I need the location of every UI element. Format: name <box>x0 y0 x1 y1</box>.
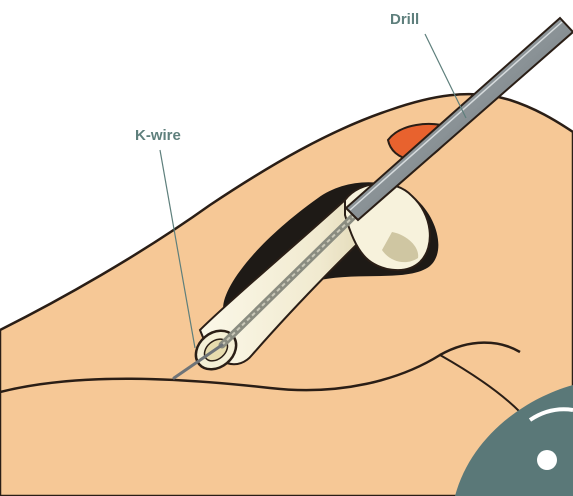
drill-label: Drill <box>390 11 419 28</box>
kwire-label: K-wire <box>135 127 181 144</box>
